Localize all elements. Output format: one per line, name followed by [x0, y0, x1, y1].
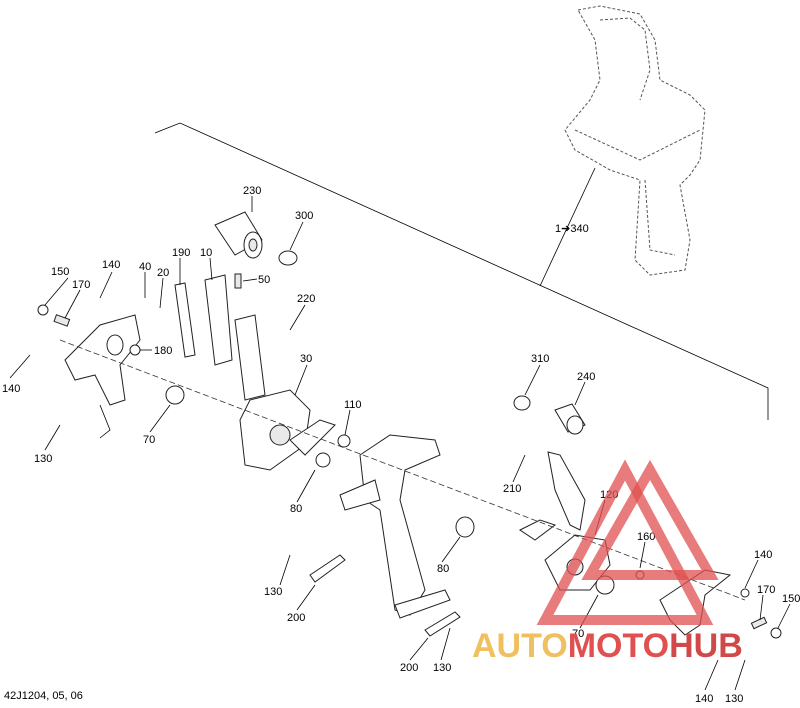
watermark-logo: AUTOMOTOHUB	[472, 459, 743, 665]
bushing-110	[337, 434, 351, 448]
callout-70-left: 70	[143, 434, 155, 446]
watermark-text: AUTOMOTOHUB	[472, 627, 743, 665]
callout-140-bottom: 140	[695, 693, 713, 705]
callout-70-right: 70	[572, 628, 584, 640]
callout-40: 40	[139, 261, 151, 273]
washer-80-center	[455, 516, 475, 538]
watermark-auto: AUTO	[472, 627, 568, 665]
callout-20: 20	[157, 267, 169, 279]
callout-110: 110	[344, 399, 362, 411]
ring-310	[513, 395, 531, 411]
callout-220: 220	[297, 293, 315, 305]
callout-240: 240	[577, 371, 595, 383]
callout-140-top: 140	[102, 259, 120, 271]
callout-230: 230	[243, 185, 261, 197]
callout-50: 50	[258, 274, 270, 286]
callout-130-bottom-right: 130	[725, 693, 743, 705]
drawing-code: 42J1204, 05, 06	[4, 690, 83, 702]
roller-240	[554, 403, 586, 435]
callout-130-center: 130	[264, 586, 282, 598]
center-bracket	[339, 434, 451, 619]
callout-150: 150	[51, 266, 69, 278]
lever-plates	[174, 274, 233, 366]
watermark-moto: MOTO	[568, 627, 669, 665]
callout-80-center: 80	[437, 563, 449, 575]
callout-310: 310	[531, 353, 549, 365]
washer-80-left	[315, 452, 331, 468]
callout-140-right: 140	[754, 549, 772, 561]
callout-140-left: 140	[2, 383, 20, 395]
bushing-70-left	[165, 385, 185, 405]
callout-180: 180	[154, 345, 172, 357]
left-bracket	[37, 304, 141, 406]
callout-130-left: 130	[34, 453, 52, 465]
watermark-hub: HUB	[669, 627, 743, 665]
assembly-bracket	[154, 122, 769, 420]
plate-200-left	[309, 554, 346, 583]
callout-130-bottom: 130	[433, 662, 451, 674]
shift-lever-30	[234, 314, 336, 471]
callout-190: 190	[172, 247, 190, 259]
assembly-axis	[59, 339, 746, 601]
callout-labels: 230 300 190 10 50 220 150 140 40 20 170 …	[2, 185, 800, 705]
assembly-reference: 1➔340	[555, 223, 589, 235]
callout-30: 30	[300, 353, 312, 365]
callout-300: 300	[295, 210, 313, 222]
spring-50	[234, 273, 242, 289]
cap-300	[278, 250, 298, 266]
callout-150-right: 150	[782, 593, 800, 605]
plate-200-center	[424, 611, 461, 637]
leader-lines	[9, 196, 791, 691]
callout-170-left: 170	[72, 279, 90, 291]
callout-10: 10	[200, 247, 212, 259]
callout-160: 160	[637, 531, 655, 543]
roller-230	[214, 211, 263, 259]
callout-170-right: 170	[757, 584, 775, 596]
callout-200-center: 200	[400, 662, 418, 674]
shifter-assembly-outline	[564, 5, 706, 276]
callout-210: 210	[503, 483, 521, 495]
callout-80-left: 80	[290, 503, 302, 515]
callout-200-left: 200	[287, 612, 305, 624]
